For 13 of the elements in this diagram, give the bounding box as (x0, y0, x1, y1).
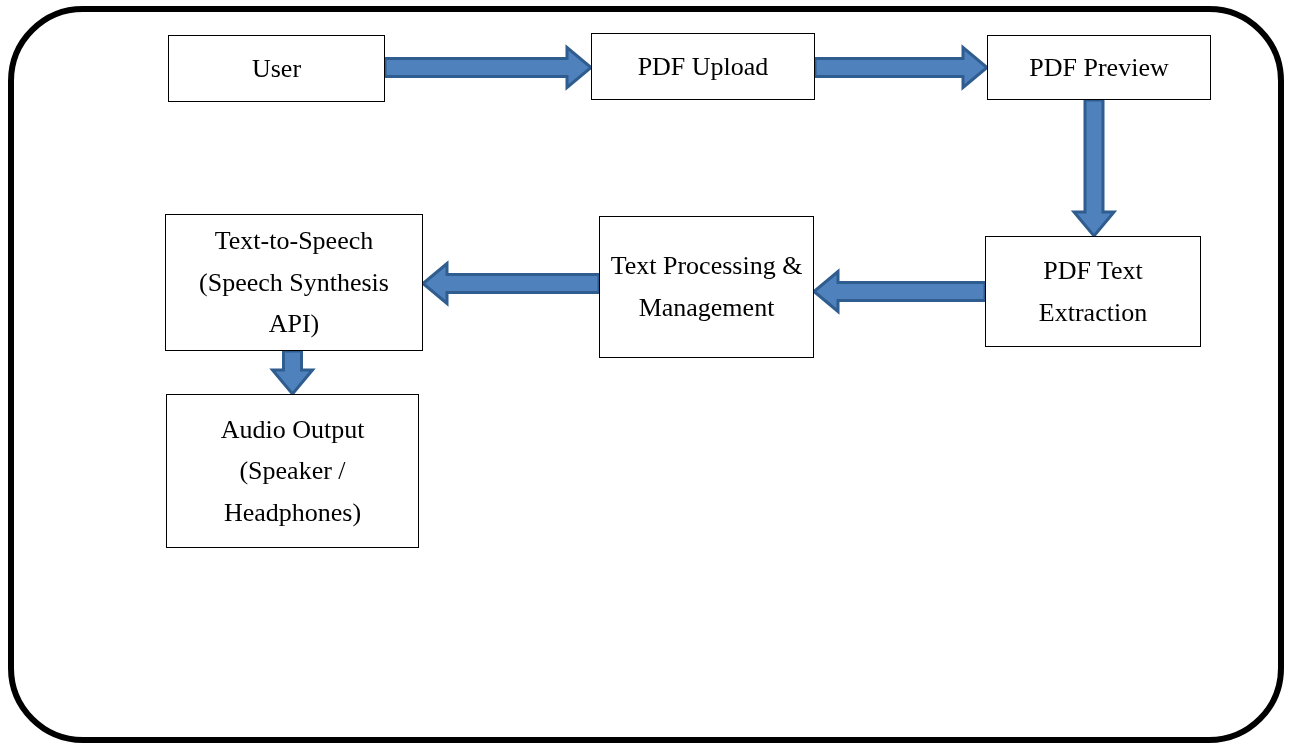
process-box: Audio Output (Speaker / Headphones) (166, 394, 419, 548)
block-arrow (269, 349, 316, 397)
process-box: PDF Text Extraction (985, 236, 1201, 347)
block-arrow (813, 44, 990, 91)
block-arrow (811, 268, 987, 315)
process-box: PDF Preview (987, 35, 1211, 100)
block-arrow (1070, 98, 1118, 239)
block-arrow (383, 44, 594, 91)
process-box: Text Processing & Management (599, 216, 814, 358)
process-box: Text-to-Speech (Speech Synthesis API) (165, 214, 423, 351)
block-arrow (420, 260, 601, 307)
process-box: PDF Upload (591, 33, 815, 100)
process-box: User (168, 35, 385, 102)
